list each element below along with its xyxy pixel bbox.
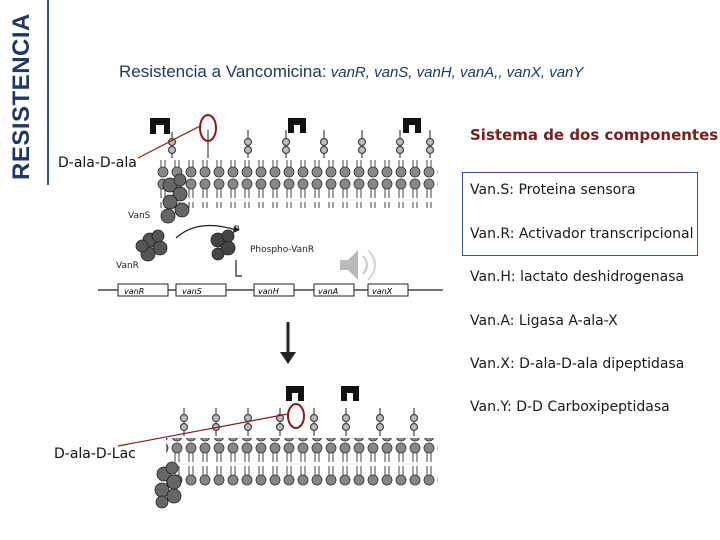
slide-title: Resistencia a Vancomicina: vanR, vanS, v…	[119, 62, 583, 82]
gene-vanr: vanR	[124, 287, 144, 296]
vancomycin-resistance-diagram: VanS VanR P Phospho-VanR vanR vanS vanH …	[98, 114, 443, 509]
activation-arrow	[235, 260, 242, 277]
component-vana: Van.A: Ligasa A-ala-X	[470, 313, 618, 329]
two-component-box	[462, 172, 698, 256]
vanr-label: VanR	[116, 261, 139, 271]
component-vanh: Van.H: lactato deshidrogenasa	[470, 269, 685, 285]
component-vany: Van.Y: D-D Carboxipeptidasa	[470, 399, 670, 415]
side-title: RESISTENCIA	[8, 13, 35, 180]
d-ala-d-lac-label: D-ala-D-Lac	[54, 446, 136, 462]
component-vanx: Van.X: D-ala-D-ala dipeptidasa	[470, 356, 685, 372]
down-arrow	[280, 322, 296, 364]
vans-label: VanS	[128, 211, 151, 221]
phospho-vanr-cluster	[210, 229, 236, 261]
bottom-stems	[179, 408, 419, 436]
component-vans: Van.S: Proteina sensora	[470, 182, 636, 198]
gene-cluster: vanR vanS vanH vanA vanX	[98, 283, 443, 297]
bottom-vancomycin	[286, 386, 359, 401]
component-vanr: Van.R: Activador transcripcional	[470, 226, 694, 242]
bottom-cluster	[154, 461, 182, 509]
phosphorylation-arrow	[175, 224, 237, 239]
gene-vanh: vanH	[258, 287, 279, 296]
title-lead: Resistencia a Vancomicina	[119, 62, 322, 81]
top-membrane	[156, 160, 438, 208]
components-heading: Sistema de dos componentes	[470, 126, 719, 144]
vans-cluster	[160, 173, 190, 224]
phospho-label: Phospho-VanR	[250, 245, 314, 255]
top-highlight	[199, 114, 217, 142]
top-vancomycin	[150, 118, 421, 134]
speaker-icon	[340, 249, 376, 281]
top-stems	[167, 130, 435, 158]
bottom-highlight	[287, 403, 305, 429]
gene-vanx: vanX	[372, 287, 393, 296]
title-sep: :	[321, 62, 327, 81]
side-band	[0, 0, 49, 185]
gene-vana: vanA	[318, 287, 338, 296]
bottom-membrane	[166, 438, 438, 486]
top-pointer	[137, 125, 201, 159]
title-genes: vanR, vanS, vanH, vanA,, vanX, vanY	[326, 64, 584, 81]
bottom-pointer	[117, 413, 289, 447]
gene-vans: vanS	[182, 287, 202, 296]
d-ala-d-ala-label: D-ala-D-ala	[58, 155, 137, 171]
vanr-cluster	[135, 229, 168, 262]
